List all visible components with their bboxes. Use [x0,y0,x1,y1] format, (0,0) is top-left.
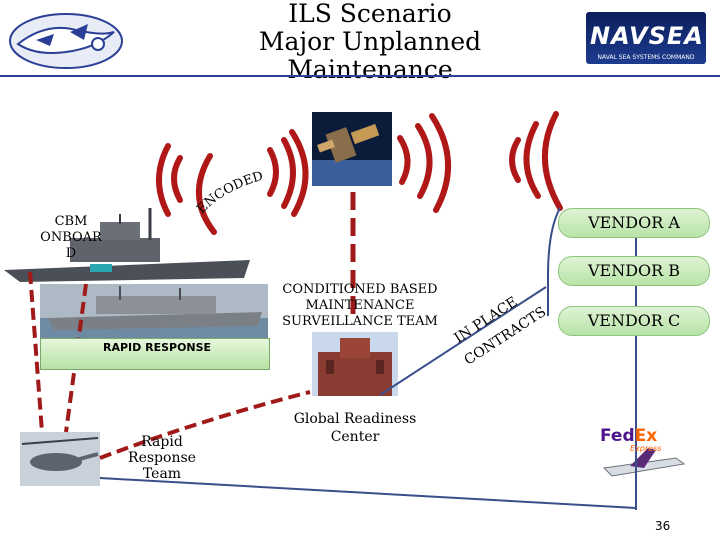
signal-waves-icon [156,111,563,235]
supply-ship-image [40,284,268,340]
rapid-team-line-1: Rapid [141,434,183,450]
svg-text:ENCODED: ENCODED [196,170,265,217]
grc-label: Global Readiness Center [280,410,430,446]
satellite-image [312,112,392,186]
rapid-team-line-3: Team [142,466,182,482]
cbm-team-line-3: SURVEILLANCE TEAM [282,314,438,329]
page-number: 36 [655,519,671,533]
rapid-response-label: RAPID RESPONSE [103,341,212,354]
destroyer-ship-image [4,208,250,282]
cbm-team-label: CONDITIONED BASED MAINTENANCE SURVEILLAN… [262,282,458,330]
navsea-wordmark: NAVSEA [590,22,704,50]
encoded-label: ENCODED [196,170,265,217]
navsea-logo: NAVSEA NAVAL SEA SYSTEMS COMMAND [586,12,706,64]
cbm-onboard-label: CBM ONBOAR D [36,214,106,262]
helicopter-image [20,432,100,486]
vendor-b-box: VENDOR B [558,256,710,286]
grc-line-1: Global Readiness [293,411,417,427]
cbm-team-line-1: CONDITIONED BASED [282,282,438,297]
vendor-c-box: VENDOR C [558,306,710,336]
encoded-text: ENCODED [196,170,265,217]
navsea-subtitle: NAVAL SEA SYSTEMS COMMAND [597,54,695,61]
grc-line-2: Center [330,429,380,445]
cbm-team-line-2: MAINTENANCE [305,298,415,313]
rapid-team-line-2: Response [128,450,196,466]
title-line-3: Maintenance [287,55,453,84]
fedex-fed-text: Fed [600,426,635,446]
vendor-a-box: VENDOR A [558,208,710,238]
title-line-2: Major Unplanned [258,27,482,56]
title-line-1: ILS Scenario [288,0,452,28]
slide-title: ILS Scenario Major Unplanned Maintenance [200,0,540,84]
grc-building-image [312,332,398,396]
fedex-ex-text: Ex [634,426,658,446]
ils-logo-icon [9,13,123,69]
rapid-response-box: RAPID RESPONSE [40,338,270,370]
title-rule [0,75,720,77]
cbm-onboard-line-3: D [65,246,77,261]
fedex-express-text: Express [630,444,662,453]
cbm-onboard-line-2: ONBOAR [40,230,102,245]
cbm-onboard-line-1: CBM [54,214,88,229]
rapid-team-label: Rapid Response Team [112,434,212,482]
fedex-logo: FedEx Express [600,426,670,460]
